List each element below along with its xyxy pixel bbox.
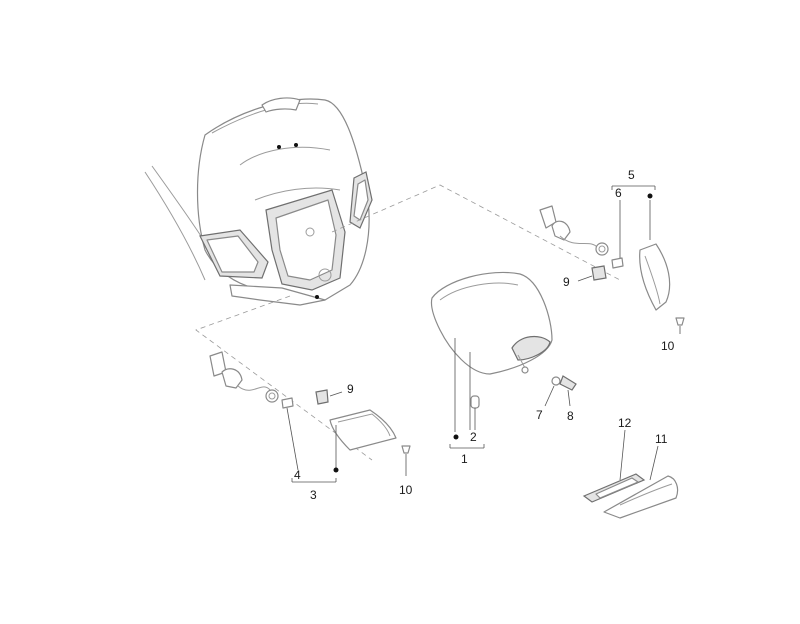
lower-trim-parts bbox=[582, 429, 679, 519]
callout-11: 11 bbox=[655, 432, 668, 446]
callout-labels: 1 2 3 4 5 6 7 8 9 9 10 10 11 12 bbox=[294, 168, 675, 502]
callout-10-left: 10 bbox=[399, 483, 413, 497]
screw-7-8 bbox=[544, 375, 577, 407]
callout-4: 4 bbox=[294, 468, 301, 482]
callout-7: 7 bbox=[536, 408, 543, 422]
callout-10-right: 10 bbox=[661, 339, 675, 353]
bracket-1 bbox=[449, 444, 485, 449]
callout-6: 6 bbox=[615, 186, 622, 200]
callout-9-right: 9 bbox=[563, 275, 570, 289]
headlight-unit bbox=[430, 271, 553, 432]
fitting-guidelines bbox=[195, 184, 621, 461]
callout-9-left: 9 bbox=[347, 382, 354, 396]
right-indicator-assembly bbox=[539, 185, 685, 334]
callout-1: 1 bbox=[461, 452, 468, 466]
callout-3: 3 bbox=[310, 488, 317, 502]
front-shield bbox=[144, 97, 373, 306]
left-indicator-assembly bbox=[209, 351, 411, 483]
callout-5: 5 bbox=[628, 168, 635, 182]
callout-12: 12 bbox=[618, 416, 632, 430]
callout-8: 8 bbox=[567, 409, 574, 423]
bulb-1-marker bbox=[453, 434, 459, 440]
bulb-2 bbox=[470, 395, 480, 430]
callout-2: 2 bbox=[470, 430, 477, 444]
